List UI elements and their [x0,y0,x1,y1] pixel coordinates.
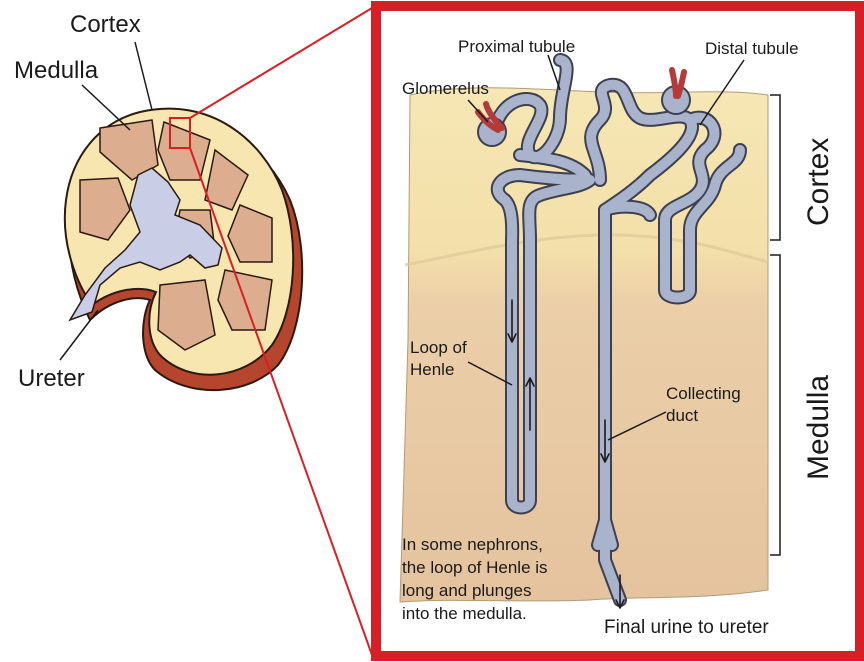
label-collecting: Collecting [666,384,741,403]
label-ureter: Ureter [18,365,85,392]
kidney-cross-section [65,109,302,390]
label-duct: duct [666,406,698,425]
note-line-3: long and plunges [402,581,532,600]
note-line-1: In some nephrons, [402,535,543,554]
label-final-urine: Final urine to ureter [604,617,769,638]
note-line-4: into the medulla. [402,604,527,623]
label-medulla-right: Medulla [802,375,835,480]
label-medulla-left: Medulla [14,57,99,84]
label-cortex-right: Cortex [802,138,835,226]
label-distal-tubule: Distal tubule [705,39,799,58]
label-glomerulus: Glomerelus [402,79,489,98]
label-henle: Henle [410,360,454,379]
zoom-connector-top [190,8,372,118]
label-proximal-tubule: Proximal tubule [458,37,575,56]
label-loop-of: Loop of [410,338,467,357]
note-line-2: the loop of Henle is [402,558,548,577]
label-cortex-left: Cortex [70,11,141,38]
